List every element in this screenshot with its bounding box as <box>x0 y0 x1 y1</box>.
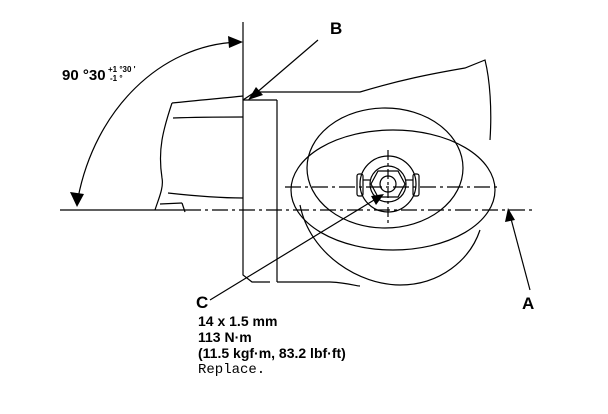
angle-arc <box>77 41 239 199</box>
spec-torque-alt: (11.5 kgf·m, 83.2 lbf·ft) <box>198 345 346 361</box>
shaft-arm <box>154 95 244 213</box>
callout-b: B <box>330 19 343 38</box>
bushing-lower-curve <box>299 204 481 286</box>
leader-arrow-b <box>248 87 263 100</box>
leader-line-c <box>209 196 380 301</box>
callout-c: C <box>196 293 209 312</box>
spec-thread: 14 x 1.5 mm <box>198 313 278 329</box>
leader-line-b <box>254 39 319 95</box>
leader-line-a <box>509 214 531 291</box>
angle-tolerance-lower: -1 ° <box>110 74 123 83</box>
bushing-outer <box>306 107 464 229</box>
leader-arrow-a <box>505 208 515 222</box>
callout-a: A <box>522 294 535 313</box>
bracket-body <box>242 59 492 287</box>
bolt <box>356 155 420 213</box>
angle-tolerance-upper: +1 °30 ' <box>108 65 136 74</box>
bushing-oval <box>290 129 496 251</box>
leader-arrow-c <box>371 194 384 205</box>
angle-value: 90 °30 <box>62 67 106 84</box>
spec-torque-nm: 113 N·m <box>198 329 252 345</box>
spec-note: Replace. <box>198 362 266 378</box>
angle-arrow-top <box>228 36 243 48</box>
angle-arrow-bottom <box>70 192 84 207</box>
